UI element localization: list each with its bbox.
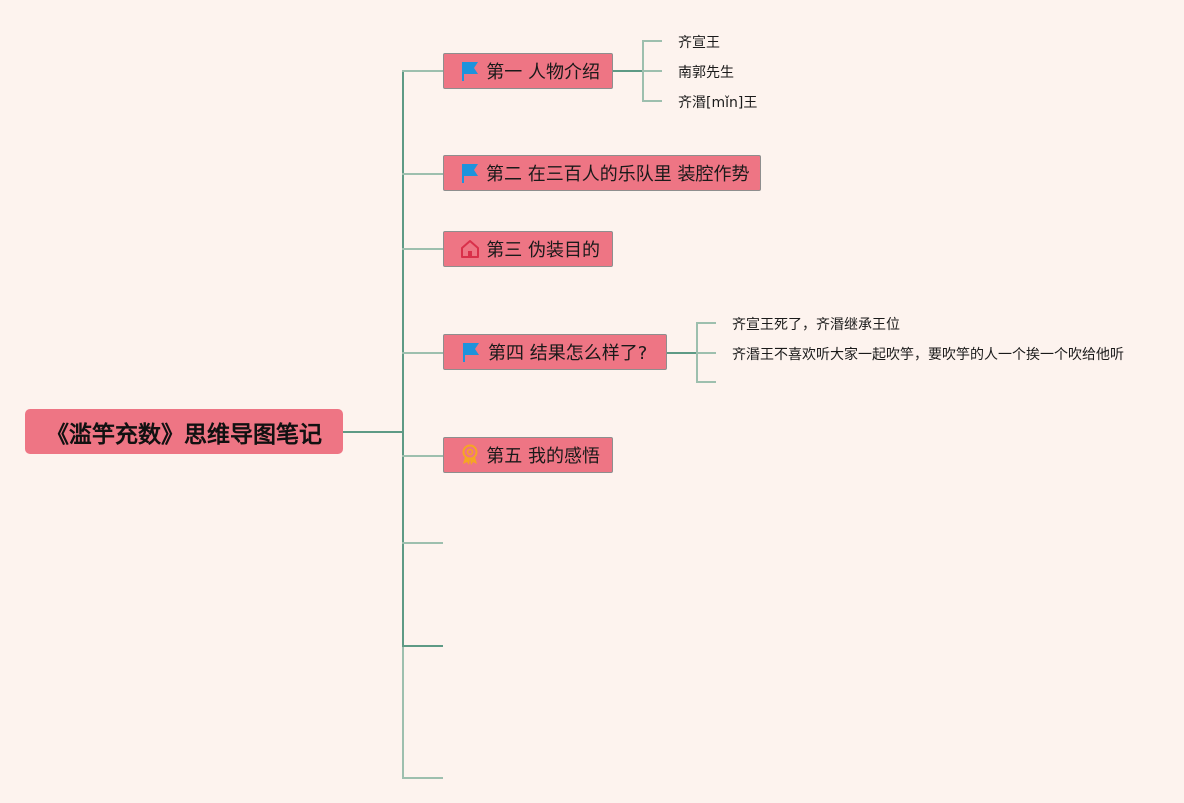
topic-5-label: 第五 我的感悟 xyxy=(486,446,600,467)
topic1-connector xyxy=(613,70,643,72)
branch-7 xyxy=(402,645,443,647)
branch-4 xyxy=(402,352,443,354)
topic4-child-line-3 xyxy=(696,381,716,383)
topic-4-child-2[interactable]: 齐湣王不喜欢听大家一起吹竽，要吹竽的人一个挨一个吹给他听 xyxy=(732,347,1124,363)
root-topic[interactable]: 《滥竽充数》思维导图笔记 xyxy=(25,409,343,454)
topic-4-label: 第四 结果怎么样了? xyxy=(488,343,648,364)
flag-icon xyxy=(460,162,480,184)
branch-1 xyxy=(402,70,443,72)
branch-6 xyxy=(402,542,443,544)
branch-5 xyxy=(402,455,443,457)
topic-3-label: 第三 伪装目的 xyxy=(486,240,600,261)
branch-3 xyxy=(402,248,443,250)
topic-4[interactable]: 第四 结果怎么样了? xyxy=(443,334,667,370)
topic4-child-line-1 xyxy=(696,322,716,324)
topic-1[interactable]: 第一 人物介绍 xyxy=(443,53,613,89)
main-trunk-lower xyxy=(402,645,404,778)
topic-1-child-3[interactable]: 齐湣[mǐn]王 xyxy=(678,95,758,111)
topic1-child-line-2 xyxy=(642,70,662,72)
flag-icon xyxy=(460,60,480,82)
topic-2-label: 第二 在三百人的乐队里 装腔作势 xyxy=(486,164,750,185)
topic1-child-line-1 xyxy=(642,40,662,42)
award-icon xyxy=(460,444,480,466)
topic-1-child-2[interactable]: 南郭先生 xyxy=(678,65,734,81)
topic-3[interactable]: 第三 伪装目的 xyxy=(443,231,613,267)
branch-8 xyxy=(402,777,443,779)
topic4-child-line-2 xyxy=(696,352,716,354)
main-trunk xyxy=(402,70,404,646)
topic-1-label: 第一 人物介绍 xyxy=(486,62,600,83)
topic-4-child-1[interactable]: 齐宣王死了，齐湣继承王位 xyxy=(732,317,900,333)
flag-icon xyxy=(460,341,482,363)
topic4-connector xyxy=(667,352,697,354)
root-topic-label: 《滥竽充数》思维导图笔记 xyxy=(46,421,322,448)
topic-1-child-1[interactable]: 齐宣王 xyxy=(678,35,720,51)
branch-2 xyxy=(402,173,443,175)
topic-2[interactable]: 第二 在三百人的乐队里 装腔作势 xyxy=(443,155,761,191)
home-icon xyxy=(460,238,480,260)
root-connector xyxy=(343,431,403,433)
topic1-child-line-3 xyxy=(642,100,662,102)
topic-5[interactable]: 第五 我的感悟 xyxy=(443,437,613,473)
